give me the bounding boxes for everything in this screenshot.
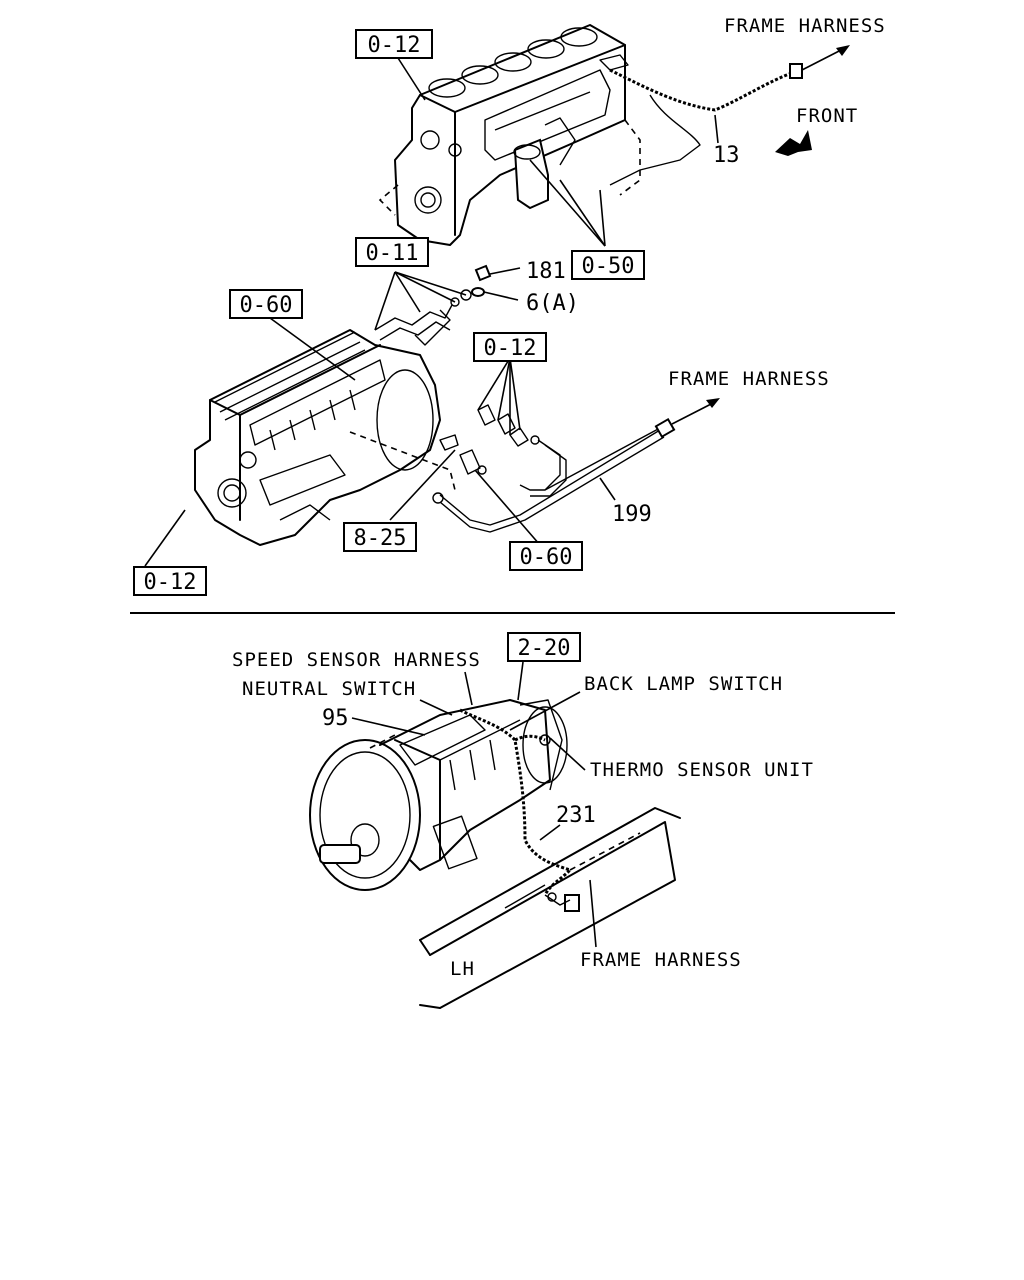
pipe-fittings-drawing [439,404,540,475]
label-thermo-sensor-unit: THERMO SENSOR UNIT [590,759,814,781]
part-231: 231 [556,803,596,828]
ref-box-bolt: 8-25 [343,522,417,552]
ref-box-injector: 0-11 [355,237,429,267]
harness-231-drawing [459,708,580,912]
label-speed-sensor-harness: SPEED SENSOR HARNESS [232,649,481,671]
label-frame-harness-bottom: FRAME HARNESS [580,949,742,971]
ref-box-sensor: 0-50 [571,250,645,280]
ref-box-lower-60: 0-60 [509,541,583,571]
label-front: FRONT [796,105,858,127]
transmission-drawing [309,699,568,891]
part-6a: 6(A) [526,291,579,316]
ref-engine-left: 0-60 [240,293,293,318]
ref-fitting: 0-12 [484,336,537,361]
harness-13-drawing [599,45,850,186]
label-neutral-switch: NEUTRAL SWITCH [242,678,416,700]
ref-box-top-block: 0-12 [355,29,433,59]
part-13: 13 [713,143,740,168]
engine-drawing [194,329,456,546]
ref-top-block: 0-12 [368,33,421,58]
pipe-199-drawing [432,398,720,533]
part-199: 199 [612,502,652,527]
frame-rail-drawing [419,807,681,1009]
ref-box-engine-base: 0-12 [133,566,207,596]
ref-lower-60: 0-60 [520,545,573,570]
middle-leaders [144,57,719,567]
injector-drawing [374,289,472,346]
part-95: 95 [322,706,349,731]
ref-transmission: 2-20 [518,636,571,661]
label-back-lamp-switch: BACK LAMP SWITCH [584,673,783,695]
ref-injector: 0-11 [366,241,419,266]
ref-sensor: 0-50 [582,254,635,279]
label-frame-harness-top: FRAME HARNESS [724,15,886,37]
label-frame-harness-mid: FRAME HARNESS [668,368,830,390]
fitting-drawing [471,264,521,301]
cylinder-block-drawing [378,24,641,246]
part-181: 181 [526,259,566,284]
ref-engine-base: 0-12 [144,570,197,595]
ref-bolt: 8-25 [354,526,407,551]
ref-box-fitting: 0-12 [473,332,547,362]
label-lh: LH [450,958,475,980]
ref-box-engine-left: 0-60 [229,289,303,319]
ref-box-transmission: 2-20 [507,632,581,662]
bottom-leaders [351,661,597,948]
